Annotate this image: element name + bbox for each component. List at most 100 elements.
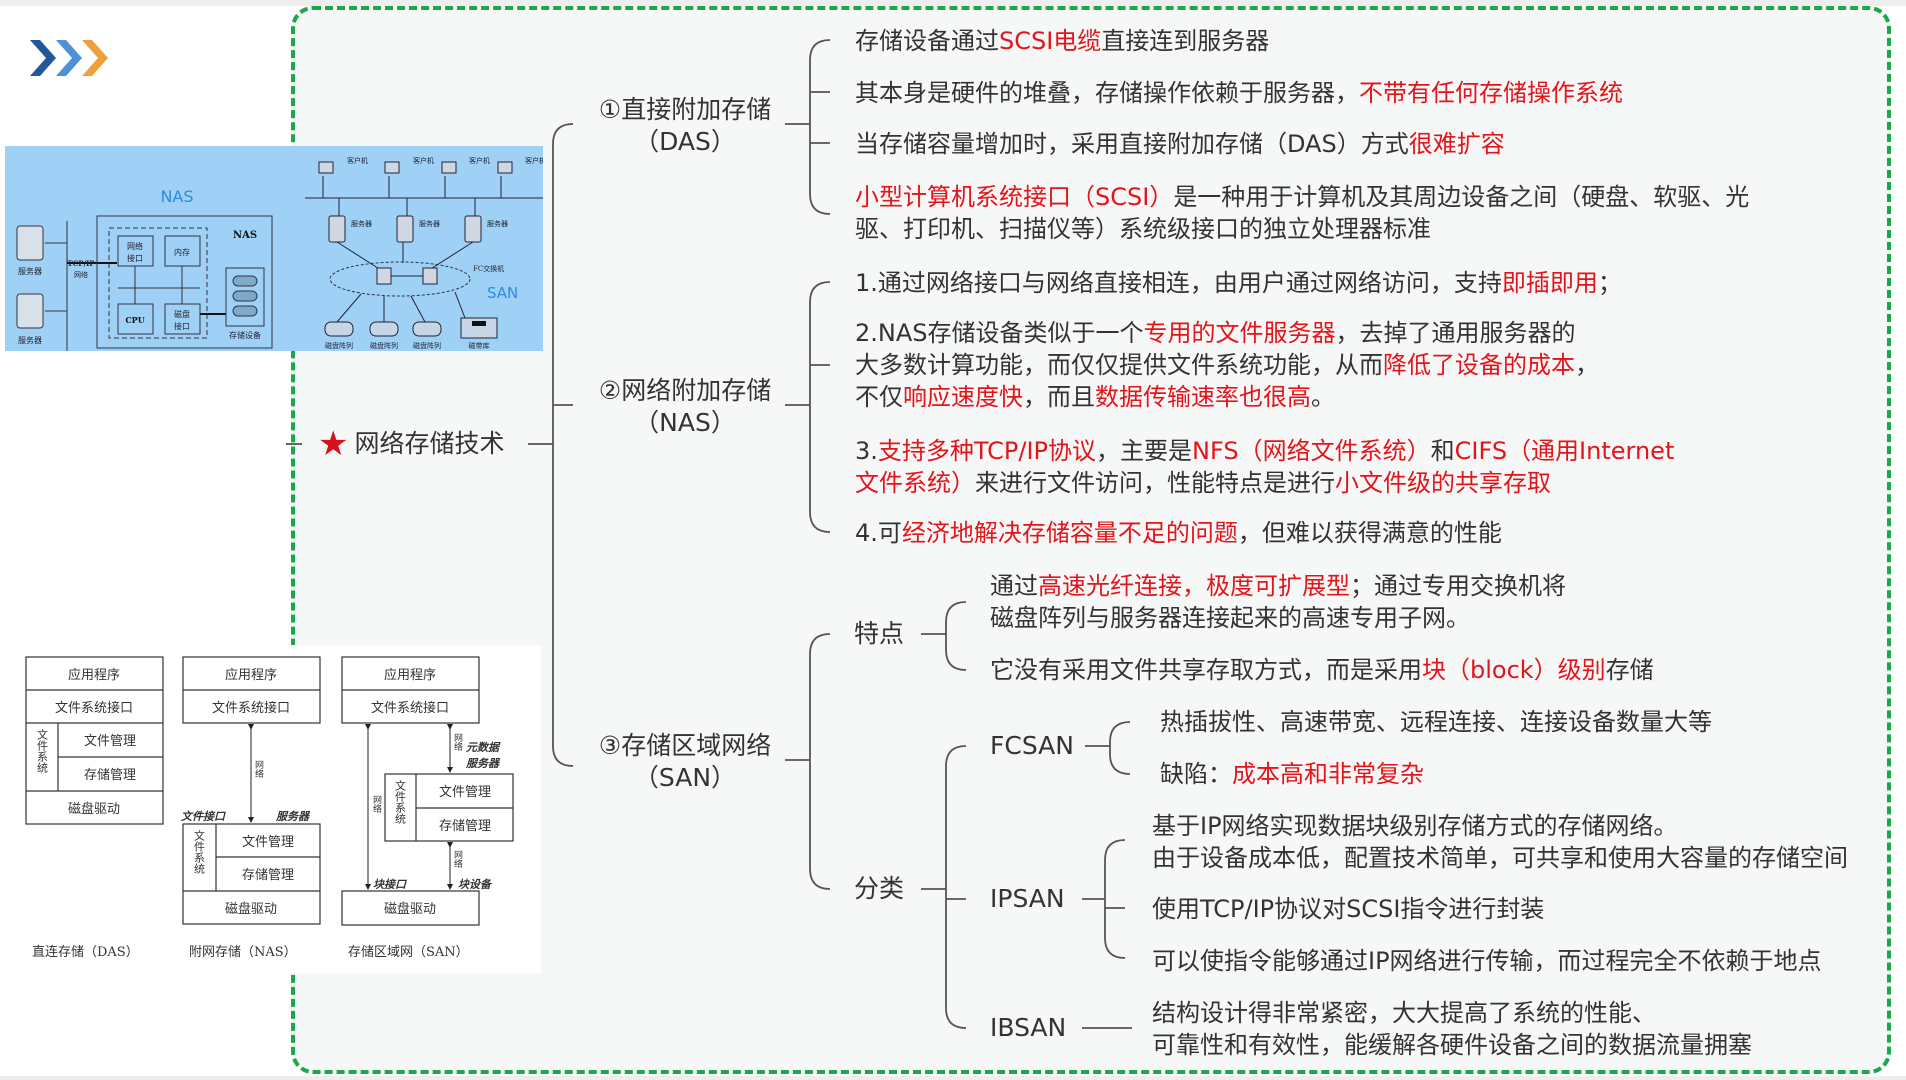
- root-label: 网络存储技术: [354, 429, 505, 458]
- plain-text: 通过: [990, 572, 1038, 600]
- san-network-label: 网络: [371, 795, 382, 814]
- branch-das[interactable]: ①直接附加存储 （DAS）: [590, 94, 780, 158]
- memory-label: 内存: [174, 247, 190, 257]
- highlight-text: 专用的文件服务器: [1143, 319, 1336, 347]
- leaf-text: 磁盘阵列与服务器连接起来的高速专用子网。: [990, 602, 1470, 634]
- plain-text: ，去掉了通用服务器的: [1335, 319, 1576, 347]
- nas-server-label: 服务器: [275, 810, 311, 823]
- plain-text: 不仅: [855, 383, 903, 411]
- nas-san-diagram-svg: NAS 服务器 服务器 TCP/IP 网络 NAS 网络 接口 内存 CPU 磁…: [16, 156, 546, 351]
- leaf-text: 其本身是硬件的堆叠，存储操作依赖于服务器，不带有任何存储操作系统: [855, 77, 1623, 109]
- nas-network-label: 网络: [253, 760, 264, 779]
- highlight-text: 块（block）级别: [1422, 656, 1606, 684]
- leaf-text: 可以使指令能够通过IP网络进行传输，而过程完全不依赖于地点: [1152, 945, 1822, 977]
- highlight-text: CIFS（通用Internet: [1454, 437, 1675, 465]
- leaf-text: 大多数计算功能，而仅仅提供文件系统功能，从而降低了设备的成本，: [855, 349, 1599, 381]
- server-label-2: 服务器: [18, 335, 42, 345]
- plain-text: 可以使指令能够通过IP网络进行传输，而过程完全不依赖于地点: [1152, 947, 1822, 975]
- ibsan-node[interactable]: IBSAN: [990, 1013, 1067, 1042]
- tape-library-label: 磁带库: [469, 341, 490, 350]
- highlight-text: SCSI电缆: [999, 27, 1102, 55]
- nas-title: NAS: [160, 187, 193, 206]
- nas-san-diagram: NAS 服务器 服务器 TCP/IP 网络 NAS 网络 接口 内存 CPU 磁…: [5, 146, 546, 351]
- fcsan-node[interactable]: FCSAN: [990, 731, 1074, 760]
- nas-file-mgmt: 文件管理: [242, 835, 294, 850]
- highlight-text: NFS（网络文件系统）: [1192, 437, 1431, 465]
- plain-text: ，但难以获得满意的性能: [1237, 519, 1502, 547]
- highlight-text: 很难扩容: [1408, 130, 1505, 158]
- client-icons: [318, 161, 513, 174]
- client-label-2: 客户机: [413, 156, 434, 165]
- metadata-server-label-1: 元数据: [466, 741, 501, 754]
- plain-text: ；通过专用交换机将: [1350, 572, 1566, 600]
- nas-storage-mgmt: 存储管理: [242, 868, 294, 883]
- plain-text: 来进行文件访问，性能特点是进行: [975, 469, 1335, 497]
- san-disk-driver: 磁盘驱动: [384, 901, 436, 917]
- san-storage-mgmt: 存储管理: [439, 819, 491, 834]
- leaf-text: 它没有采用文件共享存取方式，而是采用块（block）级别存储: [990, 654, 1654, 686]
- leaf-text: 可靠性和有效性，能缓解各硬件设备之间的数据流量拥塞: [1152, 1029, 1752, 1061]
- san-fs-interface: 文件系统接口: [371, 700, 449, 716]
- nas-fs-vertical: 文件系统: [193, 829, 206, 874]
- san-types-node[interactable]: 分类: [854, 874, 905, 903]
- cpu-label: CPU: [125, 315, 144, 325]
- ipsan-node[interactable]: IPSAN: [990, 884, 1065, 913]
- highlight-text: 高速光纤连接，极度可扩展型: [1038, 572, 1350, 600]
- caption-das: 直连存储（DAS）: [32, 944, 139, 960]
- disk-array-icons: [324, 321, 442, 337]
- leaf-text: 基于IP网络实现数据块级别存储方式的存储网络。: [1152, 810, 1678, 842]
- chevrons-logo-icon: [30, 40, 108, 76]
- disk-array-label: 磁盘阵列: [325, 341, 353, 350]
- plain-text: 可靠性和有效性，能缓解各硬件设备之间的数据流量拥塞: [1152, 1031, 1752, 1059]
- san-features-node[interactable]: 特点: [854, 619, 905, 648]
- branch-nas[interactable]: ②网络附加存储 （NAS）: [590, 375, 780, 439]
- highlight-text: 小型计算机系统接口（SCSI）: [855, 183, 1174, 211]
- branch-das-label-1: ①直接附加存储: [598, 95, 772, 124]
- leaf-text: 2.NAS存储设备类似于一个专用的文件服务器，去掉了通用服务器的: [855, 317, 1576, 349]
- plain-text: 大多数计算功能，而仅仅提供文件系统功能，从而: [855, 351, 1383, 379]
- plain-text: ，主要是: [1096, 437, 1193, 465]
- leaf-text: 4.可经济地解决存储容量不足的问题，但难以获得满意的性能: [855, 517, 1502, 549]
- net-interface-label-1: 网络: [127, 241, 143, 251]
- leaf-text: 由于设备成本低，配置技术简单，可共享和使用大容量的存储空间: [1152, 842, 1848, 874]
- plain-text: 3.: [855, 437, 878, 465]
- das-disk-driver: 磁盘驱动: [68, 801, 120, 817]
- nas-fs-interface: 文件系统接口: [212, 700, 290, 716]
- leaf-text: 小型计算机系统接口（SCSI）是一种用于计算机及其周边设备之间（硬盘、软驱、光: [855, 181, 1749, 213]
- block-interface-label: 块接口: [373, 878, 407, 891]
- root-node[interactable]: ★网络存储技术: [318, 427, 505, 461]
- san-network-label-2: 网络: [452, 733, 463, 752]
- plain-text: ，而且: [1023, 383, 1095, 411]
- top-strip: [0, 0, 1906, 6]
- plain-text: 驱、打印机、扫描仪等）系统级接口的独立处理器标准: [855, 215, 1431, 243]
- highlight-text: 经济地解决存储容量不足的问题: [901, 519, 1238, 547]
- leaf-text: 不仅响应速度快，而且数据传输速率也很高。: [855, 381, 1335, 413]
- highlight-text: 不带有任何存储操作系统: [1359, 79, 1623, 107]
- san-title: SAN: [487, 284, 518, 302]
- branch-san-label-2: （SAN）: [633, 763, 737, 792]
- tape-library-icon: [460, 317, 498, 339]
- disk-array-label-3: 磁盘阵列: [413, 341, 441, 350]
- san-file-mgmt: 文件管理: [439, 785, 491, 800]
- plain-text: 它没有采用文件共享存取方式，而是采用: [990, 656, 1422, 684]
- storage-device-label: 存储设备: [229, 330, 261, 340]
- leaf-text: 存储设备通过SCSI电缆直接连到服务器: [855, 25, 1269, 57]
- highlight-text: 降低了设备的成本: [1383, 351, 1575, 379]
- leaf-text: 1.通过网络接口与网络直接相连，由用户通过网络访问，支持即插即用；: [855, 267, 1622, 299]
- storage-stack-diagram-svg: 应用程序 文件系统接口 文件管理 存储管理 磁盘驱动 应用程序 文件系统接口 文…: [25, 656, 514, 960]
- server-icon: [16, 225, 44, 329]
- fc-cloud: [329, 261, 471, 297]
- branch-san[interactable]: ③存储区域网络 （SAN）: [590, 730, 780, 794]
- leaf-text: 通过高速光纤连接，极度可扩展型；通过专用交换机将: [990, 570, 1566, 602]
- fc-switch-label: FC交换机: [473, 264, 504, 273]
- branch-nas-label-1: ②网络附加存储: [598, 376, 772, 405]
- leaf-text: 热插拔性、高速带宽、远程连接、连接设备数量大等: [1160, 706, 1712, 738]
- caption-nas: 附网存储（NAS）: [189, 945, 297, 960]
- san-app: 应用程序: [384, 667, 436, 683]
- nas-box-title: NAS: [233, 230, 257, 241]
- plain-text: 缺陷：: [1160, 760, 1232, 788]
- plain-text: 和: [1430, 437, 1455, 465]
- plain-text: 由于设备成本低，配置技术简单，可共享和使用大容量的存储空间: [1152, 844, 1848, 872]
- highlight-text: 支持多种TCP/IP协议: [877, 437, 1097, 465]
- highlight-text: 文件系统）: [855, 469, 975, 497]
